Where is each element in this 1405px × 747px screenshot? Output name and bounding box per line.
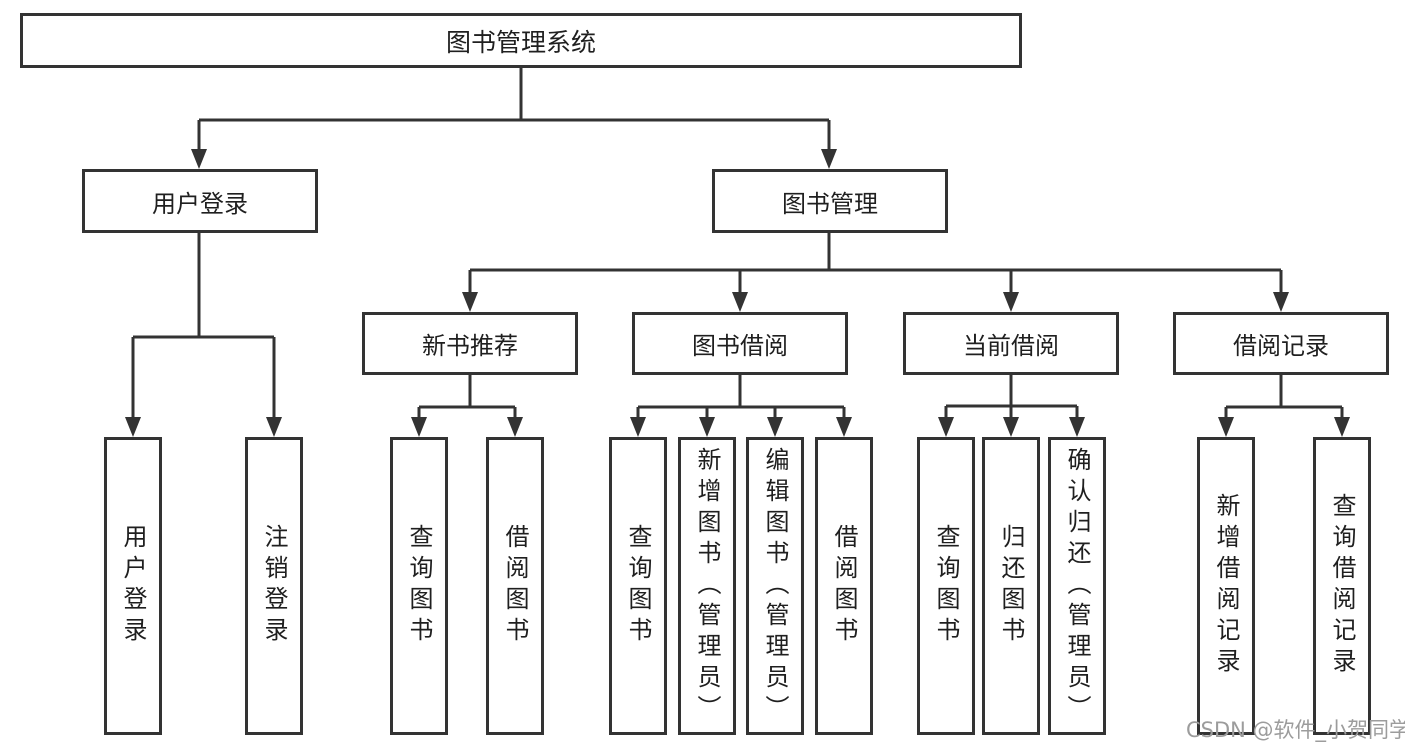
node-current-borrow: 当前借阅 [903, 312, 1119, 375]
leaf-query-books-current: 查询图书 [917, 437, 975, 735]
leaf-user-login: 用户登录 [104, 437, 162, 735]
node-book-management: 图书管理 [712, 169, 948, 233]
leaf-borrow-books: 借阅图书 [815, 437, 873, 735]
leaf-label: 新增借阅记录 [1212, 493, 1240, 679]
leaf-add-books-admin: 新增图书（管理员） [678, 437, 736, 735]
node-borrow-records: 借阅记录 [1173, 312, 1389, 375]
leaf-label: 新增图书（管理员） [693, 446, 721, 726]
leaf-confirm-return-admin: 确认归还（管理员） [1048, 437, 1106, 735]
leaf-label: 编辑图书（管理员） [761, 446, 789, 726]
leaf-return-books: 归还图书 [982, 437, 1040, 735]
node-user-login: 用户登录 [82, 169, 318, 233]
leaf-borrow-books-recommend: 借阅图书 [486, 437, 544, 735]
leaf-label: 用户登录 [119, 524, 147, 648]
leaf-label: 确认归还（管理员） [1063, 446, 1091, 726]
csdn-watermark: CSDN @软件_小贺同学 [1186, 718, 1405, 742]
leaf-edit-books-admin: 编辑图书（管理员） [746, 437, 804, 735]
arrowheads [125, 149, 1350, 437]
leaf-label: 注销登录 [260, 524, 288, 648]
leaf-query-books-borrow: 查询图书 [609, 437, 667, 735]
node-new-book-recommend: 新书推荐 [362, 312, 578, 375]
leaf-label: 借阅图书 [501, 524, 529, 648]
leaf-logout: 注销登录 [245, 437, 303, 735]
leaf-query-books-recommend: 查询图书 [390, 437, 448, 735]
node-book-borrow: 图书借阅 [632, 312, 848, 375]
leaf-query-borrow-record: 查询借阅记录 [1313, 437, 1371, 735]
leaf-label: 查询图书 [624, 524, 652, 648]
leaf-label: 归还图书 [997, 524, 1025, 648]
leaf-add-borrow-record: 新增借阅记录 [1197, 437, 1255, 735]
leaf-label: 借阅图书 [830, 524, 858, 648]
leaf-label: 查询图书 [932, 524, 960, 648]
leaf-label: 查询借阅记录 [1328, 493, 1356, 679]
leaf-label: 查询图书 [405, 524, 433, 648]
node-library-system: 图书管理系统 [20, 13, 1022, 68]
